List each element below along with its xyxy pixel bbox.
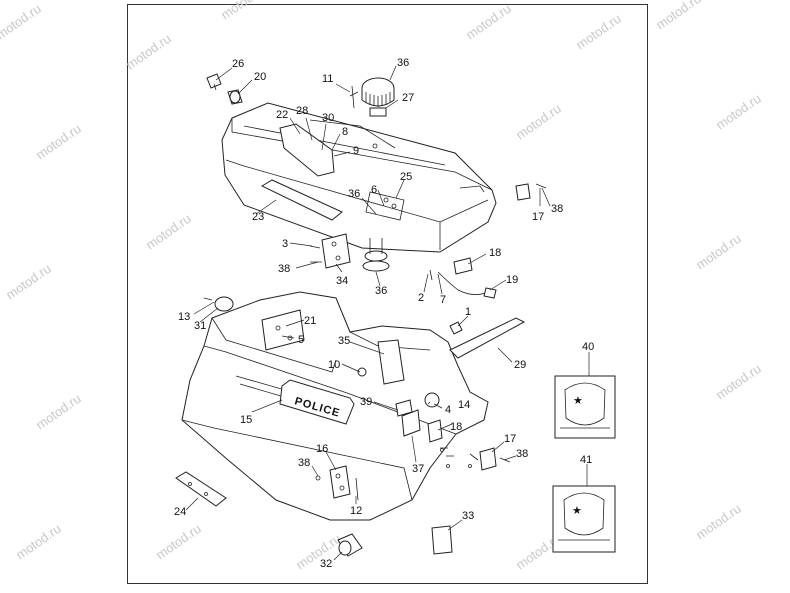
decal-card-41: ★ bbox=[552, 485, 616, 553]
callout-1: 1 bbox=[465, 306, 471, 318]
callout-7: 7 bbox=[440, 294, 446, 306]
watermark-text: motod.ru bbox=[713, 361, 764, 403]
callout-29: 29 bbox=[514, 359, 526, 371]
lid-seal-strip bbox=[260, 179, 343, 221]
callout-labels: 26 20 11 36 27 22 28 30 8 9 25 6 36 23 3… bbox=[174, 57, 594, 570]
callout-28: 28 bbox=[296, 105, 308, 117]
callout-32: 32 bbox=[320, 558, 332, 570]
callout-31: 31 bbox=[194, 320, 206, 332]
callout-34: 34 bbox=[336, 275, 348, 287]
watermark-text: motod.ru bbox=[0, 1, 44, 43]
callout-27: 27 bbox=[402, 92, 414, 104]
callout-17-base: 17 bbox=[504, 433, 516, 445]
lid-hinge-bracket bbox=[309, 233, 390, 272]
callout-12: 12 bbox=[350, 505, 362, 517]
side-reflector bbox=[203, 296, 234, 312]
callout-20: 20 bbox=[254, 71, 266, 83]
callout-6: 6 bbox=[371, 184, 377, 196]
base-bracket bbox=[377, 339, 405, 385]
callout-9: 9 bbox=[353, 145, 359, 157]
callout-11: 11 bbox=[322, 73, 333, 85]
lock-parts bbox=[206, 73, 243, 105]
callout-33: 33 bbox=[462, 510, 474, 522]
callout-17-lid: 17 bbox=[532, 211, 544, 223]
base-reflector bbox=[479, 447, 497, 471]
callout-41: 41 bbox=[580, 454, 592, 466]
lid-reflector bbox=[515, 183, 531, 201]
callout-3: 3 bbox=[282, 238, 288, 250]
callout-10: 10 bbox=[328, 359, 340, 371]
base-hinge bbox=[329, 465, 351, 499]
watermark-text: motod.ru bbox=[123, 31, 174, 73]
callout-5: 5 bbox=[298, 334, 304, 346]
callout-8: 8 bbox=[342, 126, 348, 138]
pin bbox=[349, 85, 359, 109]
callout-18-lid: 18 bbox=[489, 247, 501, 259]
police-plate bbox=[279, 379, 355, 425]
callout-2: 2 bbox=[418, 292, 424, 304]
tour-pack-base: POLICE bbox=[181, 291, 489, 521]
callout-38-lid: 38 bbox=[278, 263, 290, 275]
watermark-text: motod.ru bbox=[33, 391, 84, 433]
lid-latch-plate bbox=[279, 123, 335, 177]
decal-sheet bbox=[431, 525, 453, 555]
base-latch-plate bbox=[261, 309, 305, 351]
watermark-text: motod.ru bbox=[693, 231, 744, 273]
watermark-text: motod.ru bbox=[143, 211, 194, 253]
callout-19: 19 bbox=[506, 274, 518, 286]
callout-39: 39 bbox=[360, 396, 372, 408]
watermark-text: motod.ru bbox=[463, 1, 514, 43]
trim-strip bbox=[449, 317, 526, 359]
hinge-strip bbox=[175, 471, 227, 507]
callout-22: 22 bbox=[276, 109, 288, 121]
callout-36-bracket: 36 bbox=[375, 285, 387, 297]
callout-40: 40 bbox=[582, 341, 594, 353]
callout-14: 14 bbox=[458, 399, 470, 411]
callout-15: 15 bbox=[240, 414, 252, 426]
callout-23: 23 bbox=[252, 211, 264, 223]
watermark-text: motod.ru bbox=[33, 121, 84, 163]
callout-18-base: 18 bbox=[450, 421, 462, 433]
callout-21: 21 bbox=[304, 315, 316, 327]
emblem-mark: ★ bbox=[572, 505, 582, 517]
emblem-mark: ★ bbox=[573, 395, 583, 407]
watermark-text: motod.ru bbox=[693, 501, 744, 543]
callout-37: 37 bbox=[412, 463, 424, 475]
callout-38-right: 38 bbox=[551, 203, 563, 215]
callout-4: 4 bbox=[445, 404, 451, 416]
callout-16: 16 bbox=[316, 443, 328, 455]
callout-26: 26 bbox=[232, 58, 244, 70]
callout-35: 35 bbox=[338, 335, 350, 347]
cylinder-part bbox=[337, 533, 363, 557]
decal-card-40: ★ bbox=[554, 375, 616, 439]
leader-lines bbox=[185, 65, 590, 561]
watermark-text: motod.ru bbox=[573, 11, 624, 53]
callout-13: 13 bbox=[178, 311, 190, 323]
watermark-text: motod.ru bbox=[153, 521, 204, 563]
tour-pack-lid bbox=[221, 102, 497, 253]
callout-36-lid: 36 bbox=[348, 188, 360, 200]
bolt bbox=[355, 477, 359, 501]
watermark-text: motod.ru bbox=[713, 91, 764, 133]
callout-24: 24 bbox=[174, 506, 186, 518]
callout-25: 25 bbox=[400, 171, 412, 183]
watermark-text: motod.ru bbox=[513, 101, 564, 143]
lid-knob bbox=[361, 77, 395, 117]
callout-38-base: 38 bbox=[298, 457, 310, 469]
watermark-text: motod.ru bbox=[218, 0, 269, 22]
watermark-text: motod.ru bbox=[653, 0, 704, 32]
callout-38-base-right: 38 bbox=[516, 448, 528, 460]
lid-light-wiring bbox=[429, 257, 497, 299]
lock-cylinder bbox=[424, 392, 440, 408]
callout-36-knob: 36 bbox=[397, 57, 409, 69]
watermark-text: motod.ru bbox=[3, 261, 54, 303]
watermark-text: motod.ru bbox=[13, 521, 64, 563]
callout-30: 30 bbox=[322, 112, 334, 124]
lid-hinge-plate bbox=[365, 191, 405, 221]
watermark-text: motod.ru bbox=[293, 531, 344, 573]
